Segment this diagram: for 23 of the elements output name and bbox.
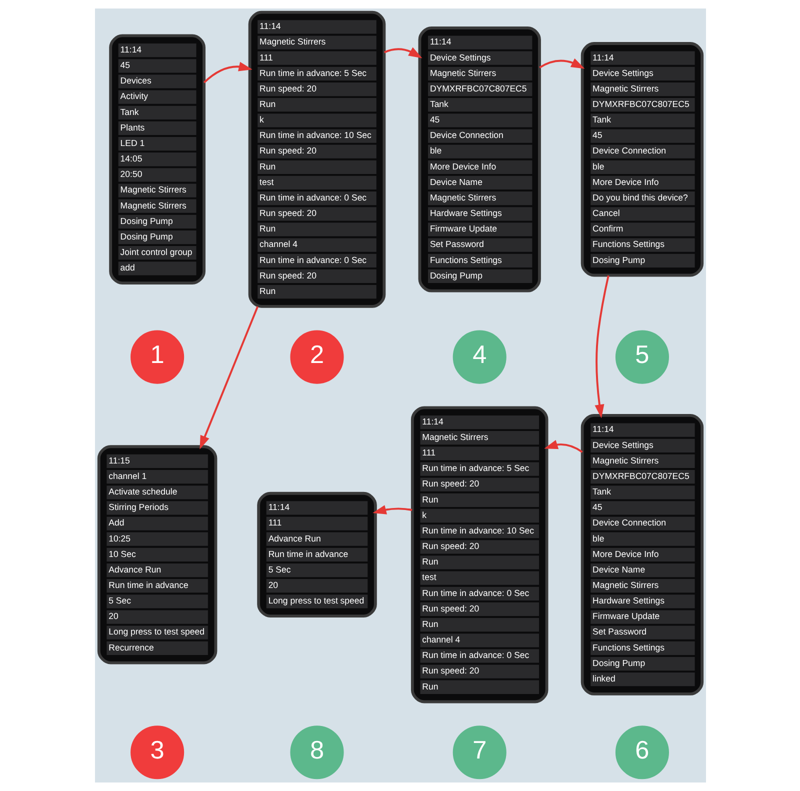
node-circle: 1 [130, 330, 184, 384]
node-circle: 4 [452, 330, 506, 384]
node-circle: 5 [614, 330, 668, 384]
node-box: 11:14 45 Devices Activity Tank Plants LED 1 14:05 20:50 Magnetic Stirrers Magnetic Stirrers Dosing Pump Dosing Pump Joint control group add [108, 34, 206, 284]
node-box: 11:14 Magnetic Stirrers 111 Run time in advance: 5 Sec Run speed: 20 Run k Run time in advance: 10 Sec Run speed: 20 Run test Run time in advance: 0 Sec Run speed: 20 Run channel 4 Run time in advance: 0 Sec Run speed: 20 Run [410, 406, 548, 704]
node-box: 11:14 111 Advance Run Run time in advance 5 Sec 20 Long press to test speed [256, 492, 376, 618]
arrow [372, 505, 412, 514]
node-box: 11:15 channel 1 Activate schedule Stirring Periods Add 10:25 10 Sec Advance Run Run time in advance 5 Sec 20 Long press to test speed Recurrence [96, 445, 217, 664]
arrow [383, 47, 422, 58]
node-box: 11:14 Device Settings Magnetic Stirrers DYMXRFBC07C807EC5 Tank 45 Device Connection ble More Device Info Do you bind this device? Cancel Confirm Functions Settings Dosing Pump [580, 42, 704, 277]
node-circle: 6 [614, 726, 668, 780]
arrow [202, 62, 252, 84]
arrow [538, 58, 584, 69]
arrow [199, 306, 258, 450]
arrow [544, 440, 582, 453]
node-circle: 2 [290, 330, 344, 384]
node-circle: 8 [290, 726, 344, 780]
node-circle: 3 [130, 726, 184, 780]
node-circle: 7 [452, 726, 506, 780]
node-box: 11:14 Device Settings Magnetic Stirrers DYMXRFBC07C807EC5 Tank 45 Device Connection ble More Device Info Device Name Magnetic Stirrers Hardware Settings Firmware Update Set Password Functions Settings Dosing Pump linked [580, 414, 704, 696]
arrow [594, 275, 609, 418]
node-box: 11:14 Magnetic Stirrers 111 Run time in advance: 5 Sec Run speed: 20 Run k Run time in advance: 10 Sec Run speed: 20 Run test Run time in advance: 0 Sec Run speed: 20 Run channel 4 Run time in advance: 0 Sec Run speed: 20 Run [248, 10, 386, 308]
node-box: 11:14 Device Settings Magnetic Stirrers DYMXRFBC07C807EC5 Tank 45 Device Connection ble More Device Info Device Name Magnetic Stirrers Hardware Settings Firmware Update Set Password Functions Settings Dosing Pump [418, 26, 540, 292]
